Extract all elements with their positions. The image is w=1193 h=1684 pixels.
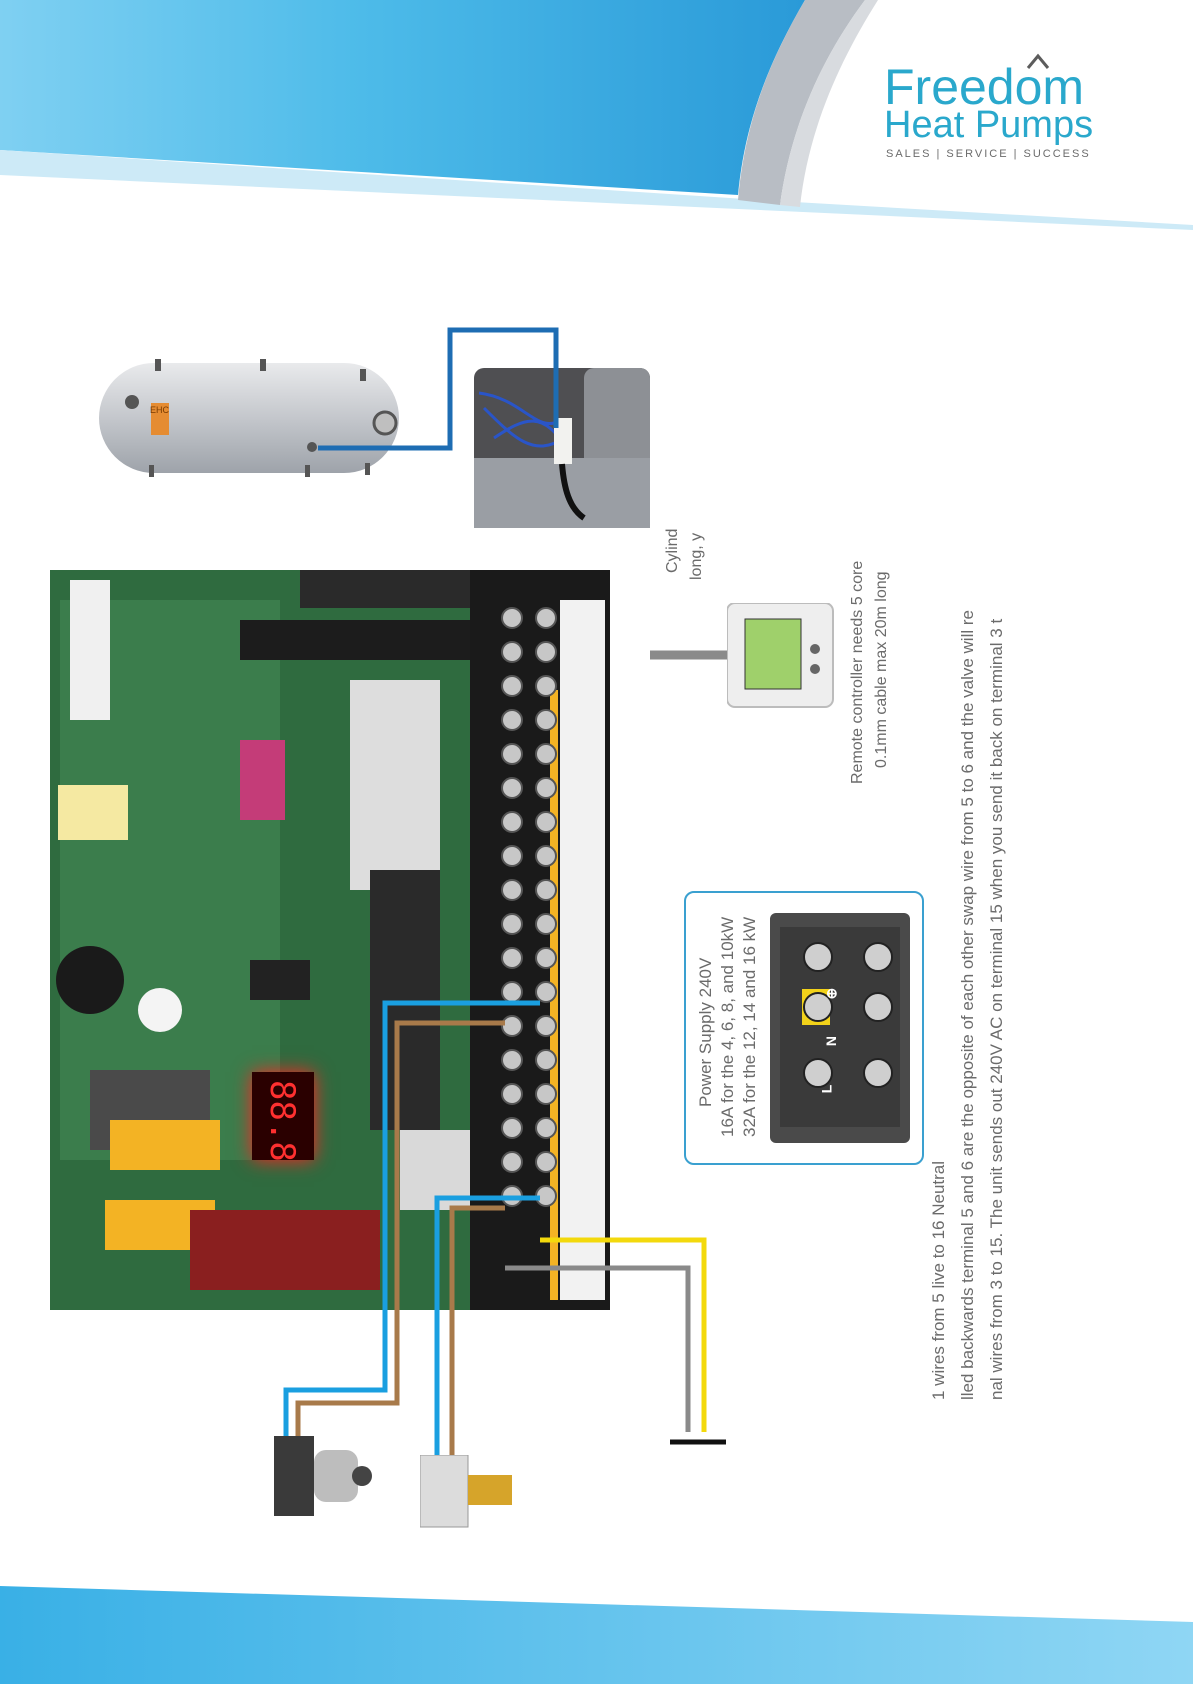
brand-name-line2: Heat Pumps [884,104,1094,146]
footer-band [0,1586,1193,1684]
brand-logo: Freedom Heat Pumps SALES | SERVICE | SUC… [880,48,1110,168]
header-band [0,0,1193,230]
note-line-3: nal wires from 3 to 15. The unit sends o… [987,618,1006,1400]
pcb-display: 88.8 [252,1072,314,1162]
brand-name-line1: Freedom [884,59,1085,115]
note-line-2: lled backwards terminal 5 and 6 are the … [958,610,977,1400]
terminal-mark-earth: ⊕ [826,985,838,1001]
terminal-strip [501,607,557,1207]
remote-controller [727,603,834,708]
display-digits: 88.8 [262,1080,302,1162]
remote-label-2: 0.1mm cable max 20m long [873,571,890,768]
zone-valve [420,1455,512,1528]
hot-water-cylinder [99,359,399,477]
circulation-pump [274,1436,372,1516]
brand-tagline: SALES | SERVICE | SUCCESS [886,148,1091,160]
remote-label-1: Remote controller needs 5 core [849,560,866,784]
cylinder-label-1: Cylind [664,528,681,573]
terminal-mark-l: L [818,1084,835,1094]
power-supply-callout: Power Supply 240V 16A for the 4, 6, 8, a… [684,891,924,1165]
roof-icon [1026,53,1050,69]
power-terminal-block [770,913,910,1143]
cylinder-connector-photo [474,368,650,528]
note-line-1: 1 wires from 5 live to 16 Neutral [929,1160,948,1400]
cylinder-tag: EHC [150,405,170,415]
power-label-3: 32A for the 12, 14 and 16 kW [740,916,759,1137]
power-label-1: Power Supply 240V [696,957,715,1107]
power-label-2: 16A for the 4, 6, 8, and 10kW [718,916,737,1137]
terminal-mark-n: N [823,1035,840,1047]
cylinder-label-2: long, y [688,532,705,580]
